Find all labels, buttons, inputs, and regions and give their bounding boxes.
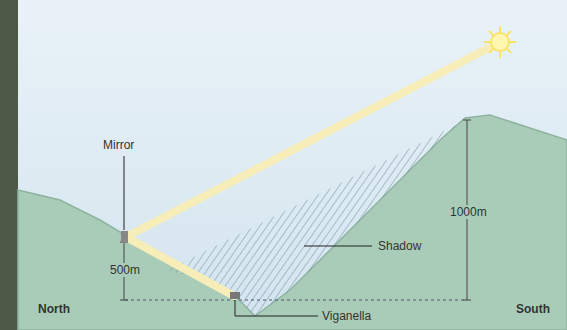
photo-strip — [0, 0, 18, 330]
village — [230, 292, 240, 299]
label: Viganella — [320, 309, 373, 323]
baseline — [125, 300, 467, 301]
label: South — [514, 302, 552, 316]
label: 500m — [108, 263, 142, 277]
label: 1000m — [448, 205, 489, 219]
sun — [484, 26, 516, 58]
light-beam — [126, 42, 500, 296]
label: Shadow — [376, 239, 423, 253]
mirror — [121, 231, 128, 243]
label: North — [36, 302, 72, 316]
label: Mirror — [101, 138, 136, 152]
leader-lines — [124, 156, 372, 316]
